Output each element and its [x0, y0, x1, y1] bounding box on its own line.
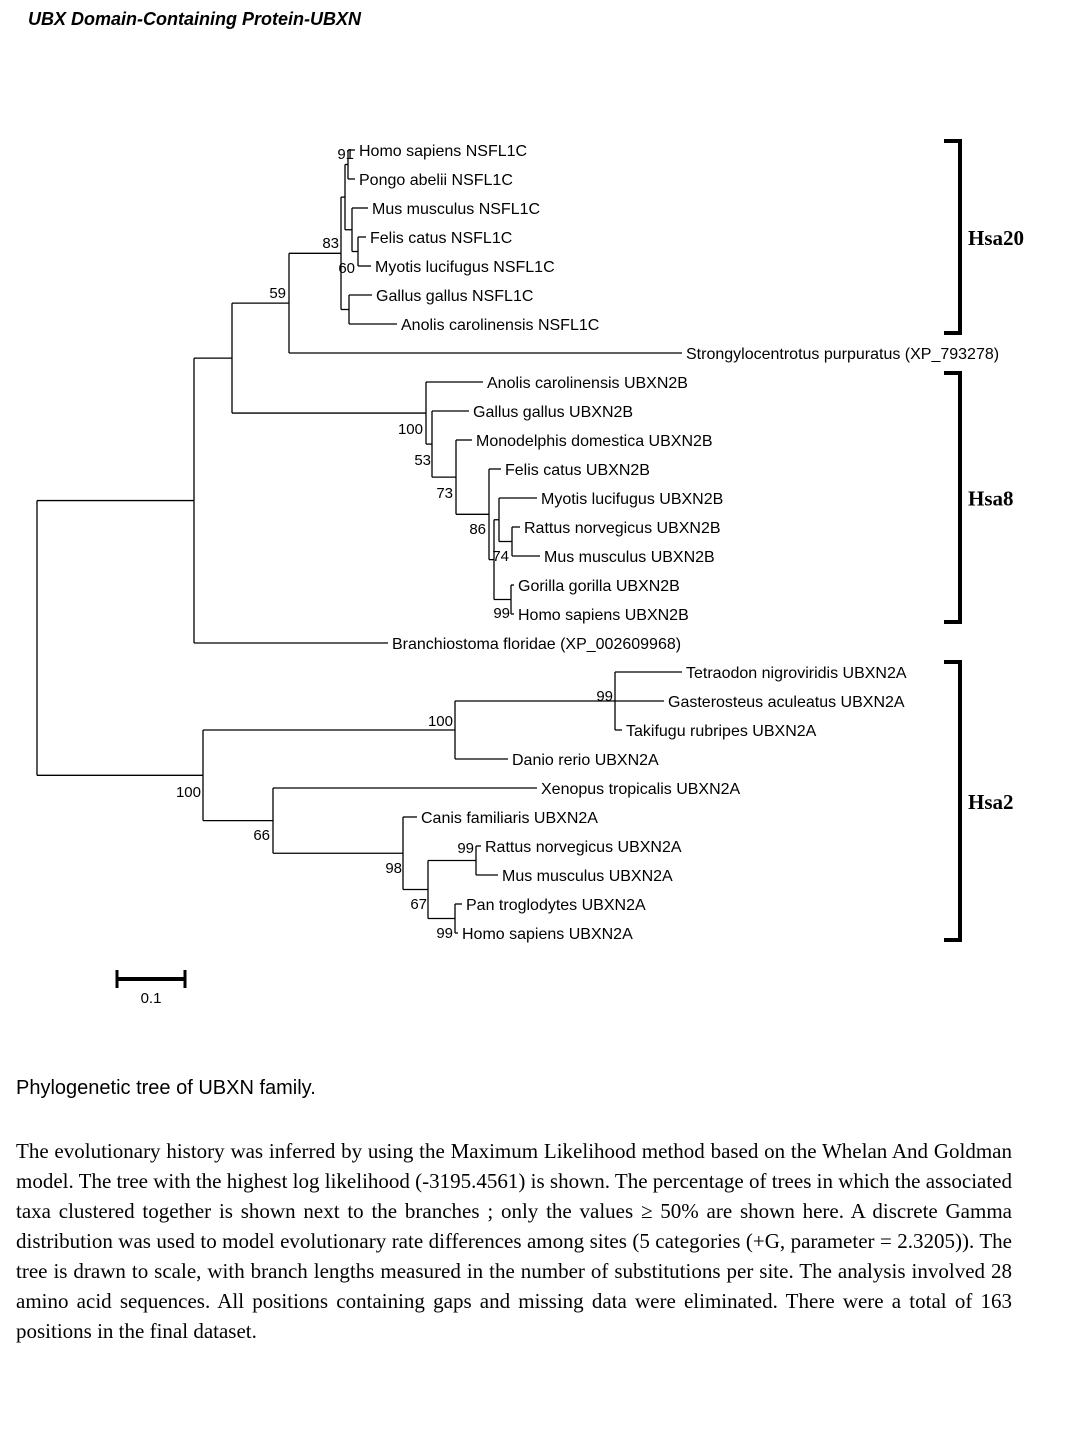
taxon-label: Homo sapiens UBXN2A	[462, 926, 633, 943]
taxon-label: Pongo abelii NSFL1C	[359, 172, 513, 189]
bootstrap-value: 99	[596, 688, 613, 705]
taxon-label: Myotis lucifugus UBXN2B	[541, 491, 723, 508]
taxon-label: Danio rerio UBXN2A	[512, 752, 659, 769]
bootstrap-value: 86	[469, 521, 486, 538]
tree-branches	[36, 149, 682, 934]
bootstrap-value: 99	[493, 605, 510, 622]
taxon-label: Homo sapiens UBXN2B	[518, 607, 689, 624]
bootstrap-value: 98	[385, 860, 402, 877]
taxon-label: Gallus gallus UBXN2B	[473, 404, 633, 421]
taxon-label: Mus musculus UBXN2B	[544, 549, 715, 566]
taxon-label: Rattus norvegicus UBXN2A	[485, 839, 682, 856]
clade-bracket	[944, 660, 962, 942]
figure-caption-title: Phylogenetic tree of UBXN family.	[16, 1077, 316, 1099]
clade-bracket	[944, 139, 962, 335]
taxon-label: Anolis carolinensis NSFL1C	[401, 317, 599, 334]
bootstrap-value: 74	[492, 548, 509, 565]
taxon-label: Mus musculus UBXN2A	[502, 868, 673, 885]
bootstrap-value: 91	[337, 146, 354, 163]
clade-label: Hsa20	[968, 226, 1024, 250]
taxon-label: Gorilla gorilla UBXN2B	[518, 578, 680, 595]
taxon-label: Homo sapiens NSFL1C	[359, 143, 527, 160]
bootstrap-value: 67	[410, 896, 427, 913]
taxon-label: Takifugu rubripes UBXN2A	[626, 723, 817, 740]
clade-label: Hsa8	[968, 487, 1014, 511]
bootstrap-value: 66	[253, 827, 270, 844]
taxon-label: Gallus gallus NSFL1C	[376, 288, 533, 305]
taxon-label: Branchiostoma floridae (XP_002609968)	[392, 636, 681, 653]
bootstrap-value: 83	[322, 235, 339, 252]
taxon-label: Felis catus NSFL1C	[370, 230, 512, 247]
clade-brackets	[115, 139, 962, 988]
taxon-label: Rattus norvegicus UBXN2B	[524, 520, 721, 537]
bootstrap-value: 100	[398, 421, 423, 438]
tree-labels: Homo sapiens NSFL1C Pongo abelii NSFL1C Mu…	[141, 143, 1024, 1007]
bootstrap-value: 99	[436, 925, 453, 942]
taxon-label: Myotis lucifugus NSFL1C	[375, 259, 555, 276]
taxon-label: Monodelphis domestica UBXN2B	[476, 433, 713, 450]
phylogenetic-tree: Homo sapiens NSFL1C Pongo abelii NSFL1C Mu…	[36, 139, 1024, 1007]
clade-label: Hsa2	[968, 790, 1014, 814]
bootstrap-value: 100	[176, 784, 201, 801]
bootstrap-value: 73	[436, 485, 453, 502]
taxon-label: Canis familiaris UBXN2A	[421, 810, 598, 827]
bootstrap-value: 59	[269, 285, 286, 302]
taxon-label: Strongylocentrotus purpuratus (XP_793278…	[686, 346, 999, 363]
bootstrap-value: 100	[428, 713, 453, 730]
taxon-label: Felis catus UBXN2B	[505, 462, 650, 479]
taxon-label: Mus musculus NSFL1C	[372, 201, 540, 218]
taxon-label: Tetraodon nigroviridis UBXN2A	[686, 665, 907, 682]
figure-caption-body: The evolutionary history was inferred by…	[16, 1139, 1012, 1343]
clade-bracket	[944, 371, 962, 624]
taxon-label: Xenopus tropicalis UBXN2A	[541, 781, 741, 798]
page-header-title: UBX Domain-Containing Protein-UBXN	[28, 9, 361, 29]
bootstrap-value: 99	[457, 840, 474, 857]
taxon-label: Anolis carolinensis UBXN2B	[487, 375, 688, 392]
taxon-label: Pan troglodytes UBXN2A	[466, 897, 646, 914]
taxon-label: Gasterosteus aculeatus UBXN2A	[668, 694, 905, 711]
bootstrap-value: 53	[414, 452, 431, 469]
scale-bar-label: 0.1	[141, 990, 162, 1007]
bootstrap-value: 60	[338, 260, 355, 277]
